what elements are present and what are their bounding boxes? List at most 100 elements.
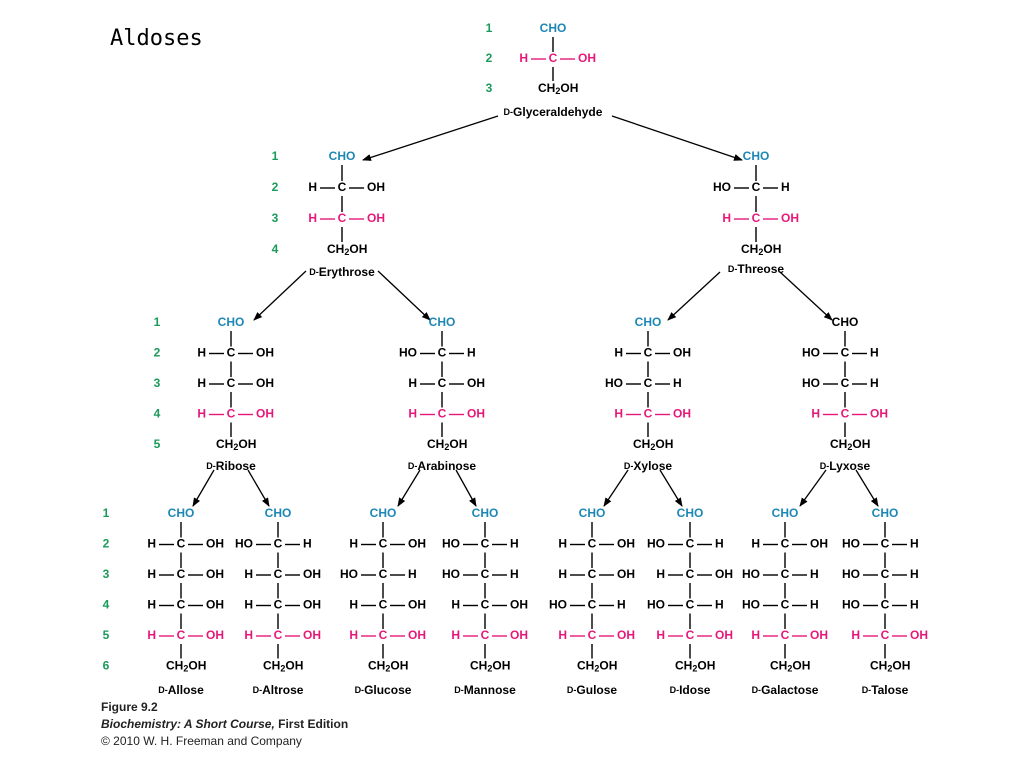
hydrogen-left: H bbox=[558, 628, 567, 642]
carbon-atom: C bbox=[686, 628, 695, 642]
carbon-4: C H OH bbox=[349, 583, 426, 612]
hydrogen-right: H bbox=[781, 180, 790, 194]
hydrogen-left: H bbox=[349, 628, 358, 642]
aldehyde-group: CHO bbox=[429, 315, 456, 329]
molecule-name: D-Allose bbox=[158, 683, 204, 697]
carbon-atom: C bbox=[752, 211, 761, 225]
carbon-atom: C bbox=[481, 567, 490, 581]
carbon-atom: C bbox=[686, 598, 695, 612]
molecule-name: D-Glucose bbox=[355, 683, 412, 697]
hydroxyl-right: OH bbox=[367, 211, 385, 225]
hydroxyl-right: OH bbox=[510, 598, 528, 612]
hydroxyl-right: OH bbox=[408, 537, 426, 551]
hydrogen-left: H bbox=[722, 211, 731, 225]
hydroxyl-right: OH bbox=[206, 567, 224, 581]
page-title: Aldoses bbox=[110, 26, 203, 51]
hydrogen-left: H bbox=[308, 180, 317, 194]
carbon-atom: C bbox=[841, 407, 850, 421]
carbon-atom: C bbox=[379, 598, 388, 612]
hydrogen-left: H bbox=[349, 598, 358, 612]
carbon-atom: C bbox=[274, 567, 283, 581]
hydroxyl-right: OH bbox=[408, 598, 426, 612]
carbon-5-reference-center: C H OH bbox=[656, 613, 733, 642]
hydrogen-left: H bbox=[197, 407, 206, 421]
aldehyde-group: CHO bbox=[370, 506, 397, 520]
hydroxyl-left: HO bbox=[802, 376, 820, 390]
hydroxyl-right: OH bbox=[467, 407, 485, 421]
hydroxyl-right: OH bbox=[206, 537, 224, 551]
hydrogen-left: H bbox=[656, 628, 665, 642]
molecule-name: D-Mannose bbox=[454, 683, 516, 697]
aldehyde-group: CHO bbox=[743, 149, 770, 163]
carbon-number-1: 1 bbox=[154, 315, 161, 329]
hydroxyl-right: OH bbox=[256, 346, 274, 360]
carbon-number-3: 3 bbox=[486, 81, 493, 95]
carbon-atom: C bbox=[781, 598, 790, 612]
hydroxymethyl-group: CH2OH bbox=[368, 659, 408, 674]
aldehyde-group: CHO bbox=[872, 506, 899, 520]
carbon-atom: C bbox=[379, 537, 388, 551]
figure-caption: Figure 9.2 Biochemistry: A Short Course,… bbox=[101, 699, 348, 750]
carbon-number-2: 2 bbox=[154, 346, 161, 360]
hydrogen-left: H bbox=[851, 628, 860, 642]
aldehyde-group: CHO bbox=[265, 506, 292, 520]
hydrogen-left: H bbox=[147, 628, 156, 642]
hydroxymethyl-group: CH2OH bbox=[470, 659, 510, 674]
hydrogen-left: H bbox=[656, 567, 665, 581]
aldehyde-group: CHO bbox=[218, 315, 245, 329]
carbon-number-6: 6 bbox=[103, 659, 110, 673]
carbon-number-4: 4 bbox=[272, 242, 279, 256]
hydroxymethyl-group: CH2OH bbox=[327, 242, 367, 257]
hydroxyl-right: OH bbox=[715, 628, 733, 642]
hydroxyl-left: HO bbox=[842, 537, 860, 551]
hydrogen-left: H bbox=[244, 598, 253, 612]
aldehyde-group: CHO bbox=[677, 506, 704, 520]
aldehyde-group: CHO bbox=[168, 506, 195, 520]
hydroxyl-right: OH bbox=[206, 598, 224, 612]
molecule-name: D-Altrose bbox=[253, 683, 304, 697]
hydroxyl-right: OH bbox=[303, 567, 321, 581]
hydroxyl-right: OH bbox=[367, 180, 385, 194]
hydroxyl-right: OH bbox=[256, 376, 274, 390]
carbon-atom: C bbox=[781, 567, 790, 581]
hydroxyl-right: OH bbox=[303, 628, 321, 642]
hydroxyl-right: OH bbox=[617, 537, 635, 551]
carbon-atom: C bbox=[644, 407, 653, 421]
hydroxyl-left: HO bbox=[340, 567, 358, 581]
carbon-atom: C bbox=[881, 628, 890, 642]
hydroxyl-left: HO bbox=[235, 537, 253, 551]
book-line: Biochemistry: A Short Course, First Edit… bbox=[101, 716, 348, 733]
carbon-atom: C bbox=[644, 376, 653, 390]
hydroxyl-left: HO bbox=[742, 598, 760, 612]
carbon-atom: C bbox=[549, 51, 558, 65]
carbon-atom: C bbox=[177, 567, 186, 581]
carbon-atom: C bbox=[481, 628, 490, 642]
hydroxymethyl-group: CH2OH bbox=[633, 437, 673, 452]
hydrogen-left: H bbox=[408, 407, 417, 421]
